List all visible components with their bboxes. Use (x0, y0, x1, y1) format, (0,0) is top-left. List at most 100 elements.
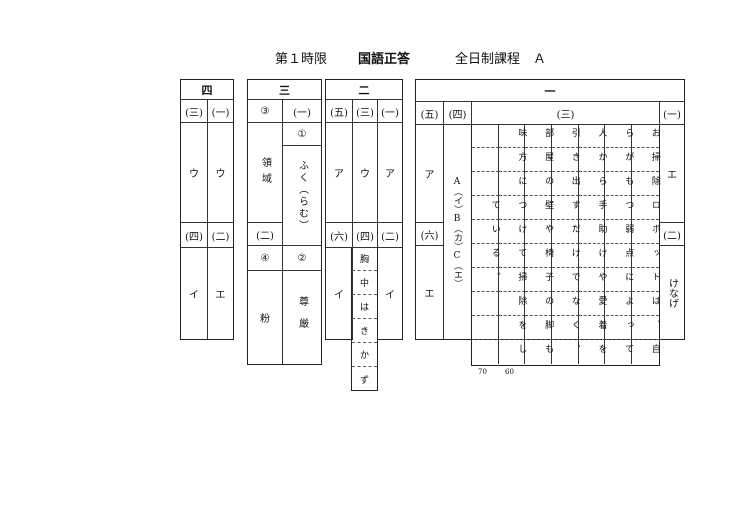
answer: ア (326, 123, 353, 223)
grid-cell (498, 172, 526, 196)
grid-cell (578, 124, 606, 148)
answer: ア (378, 123, 402, 223)
label: (四) (444, 102, 472, 125)
label: (三) (353, 100, 378, 123)
grid-cell (632, 316, 659, 340)
label: (三) (472, 102, 660, 125)
grid-cell (552, 220, 579, 244)
grid-cell (498, 124, 526, 148)
subject-label: 国語正答 (358, 52, 411, 67)
grid-cell (552, 148, 579, 172)
label: (五) (416, 102, 444, 125)
grid-cell (578, 244, 606, 268)
grid-cell (632, 244, 659, 268)
grid-cell (472, 196, 499, 220)
section-2: 二 (五) (三) (一) ア ウ ア (六) (四) (二) イ イ (325, 79, 403, 340)
grid-cell (498, 316, 526, 340)
label: (一) (283, 100, 321, 123)
label: (一) (660, 102, 684, 125)
answer: 粉 (248, 271, 283, 364)
label: ② (283, 246, 321, 271)
grid-cell (499, 340, 526, 364)
grid-cell (498, 220, 526, 244)
grid-cell (552, 316, 579, 340)
grid-cell (578, 220, 606, 244)
grid-cell (632, 268, 659, 292)
grid-cell (605, 292, 633, 316)
course-label: 全日制課程 Ａ (455, 52, 547, 67)
char-count-70: 70 (478, 368, 487, 376)
grid-cell (605, 316, 633, 340)
answer: 尊厳 (296, 295, 308, 340)
grid-cell (605, 148, 633, 172)
grid-cell (472, 340, 499, 364)
grid-cell (578, 172, 606, 196)
answer: けなげ (666, 277, 678, 308)
grid-cell (498, 148, 526, 172)
label: (四) (353, 223, 378, 248)
label: ③ (248, 100, 283, 123)
grid-cell: 中 (352, 271, 377, 295)
answer: エ (660, 125, 684, 223)
answer: エ (215, 290, 226, 301)
grid-cell (579, 340, 606, 364)
grid-cell (525, 292, 553, 316)
grid-cell (578, 268, 606, 292)
grid-cell (498, 292, 526, 316)
answer: A︵イ︶B︵カ︶C︵エ︶ (444, 125, 472, 339)
answer-column: 部屋の壁や椅子の脚も (543, 127, 554, 368)
grid-cell: か (352, 343, 377, 367)
grid-cell (525, 124, 553, 148)
grid-cell (605, 196, 633, 220)
label: (五) (326, 100, 353, 123)
grid-cell (472, 148, 499, 172)
grid-cell (578, 292, 606, 316)
label: (三) (181, 100, 208, 123)
answer: イ (326, 248, 353, 340)
char-count-60: 60 (505, 368, 514, 376)
grid-cell (472, 268, 499, 292)
answer: ウ (353, 123, 378, 223)
grid-cell (552, 340, 579, 364)
label: ④ (248, 246, 283, 271)
section-1-q3-grid: お掃除ロボットは、自らがもつ弱点によって人から手助けや愛着を引き出すだけでなく、… (471, 124, 660, 368)
label: (一) (208, 100, 233, 123)
grid-cell (552, 196, 579, 220)
grid-cell (578, 148, 606, 172)
answer: ウ (181, 123, 208, 223)
grid-cell (578, 316, 606, 340)
grid-cell (525, 316, 553, 340)
grid-cell: ず (359, 375, 369, 386)
section-2-q4-grid: 胸中はきかず (351, 247, 378, 391)
grid-cell (472, 316, 499, 340)
answer: エ (416, 246, 444, 339)
section-3-header: 三 (248, 80, 321, 100)
grid-cell (525, 268, 553, 292)
answer: ウ (208, 123, 233, 223)
grid-cell (525, 340, 553, 364)
section-4-header: 四 (181, 80, 233, 100)
grid-cell (472, 244, 499, 268)
grid-cell (472, 124, 499, 148)
answer: イ (181, 248, 208, 339)
grid-cell (632, 124, 659, 148)
label: (二) (378, 223, 402, 248)
grid-cell (632, 292, 659, 316)
grid-cell (632, 148, 659, 172)
section-2-header: 二 (326, 80, 402, 100)
grid-cell (552, 244, 579, 268)
answer-column: お掃除ロボットは、自 (649, 127, 660, 368)
grid-cell (632, 196, 659, 220)
label: (一) (378, 100, 402, 123)
section-4: 四 (三) (一) ウ ウ (四) (二) イ エ (180, 79, 234, 340)
grid-cell (525, 244, 553, 268)
label: (二) (248, 223, 283, 246)
answer-column: 人から手助けや愛着を (596, 127, 607, 368)
grid-cell (552, 292, 579, 316)
label: (二) (208, 223, 233, 248)
label: (四) (181, 223, 208, 248)
section-3: 三 ③ (一) ① 領域 ふく︵らむ︶ (二) ④ ② 粉 尊厳 (247, 79, 322, 365)
grid-cell (498, 196, 526, 220)
grid-cell: き (352, 319, 377, 343)
grid-cell (552, 124, 579, 148)
